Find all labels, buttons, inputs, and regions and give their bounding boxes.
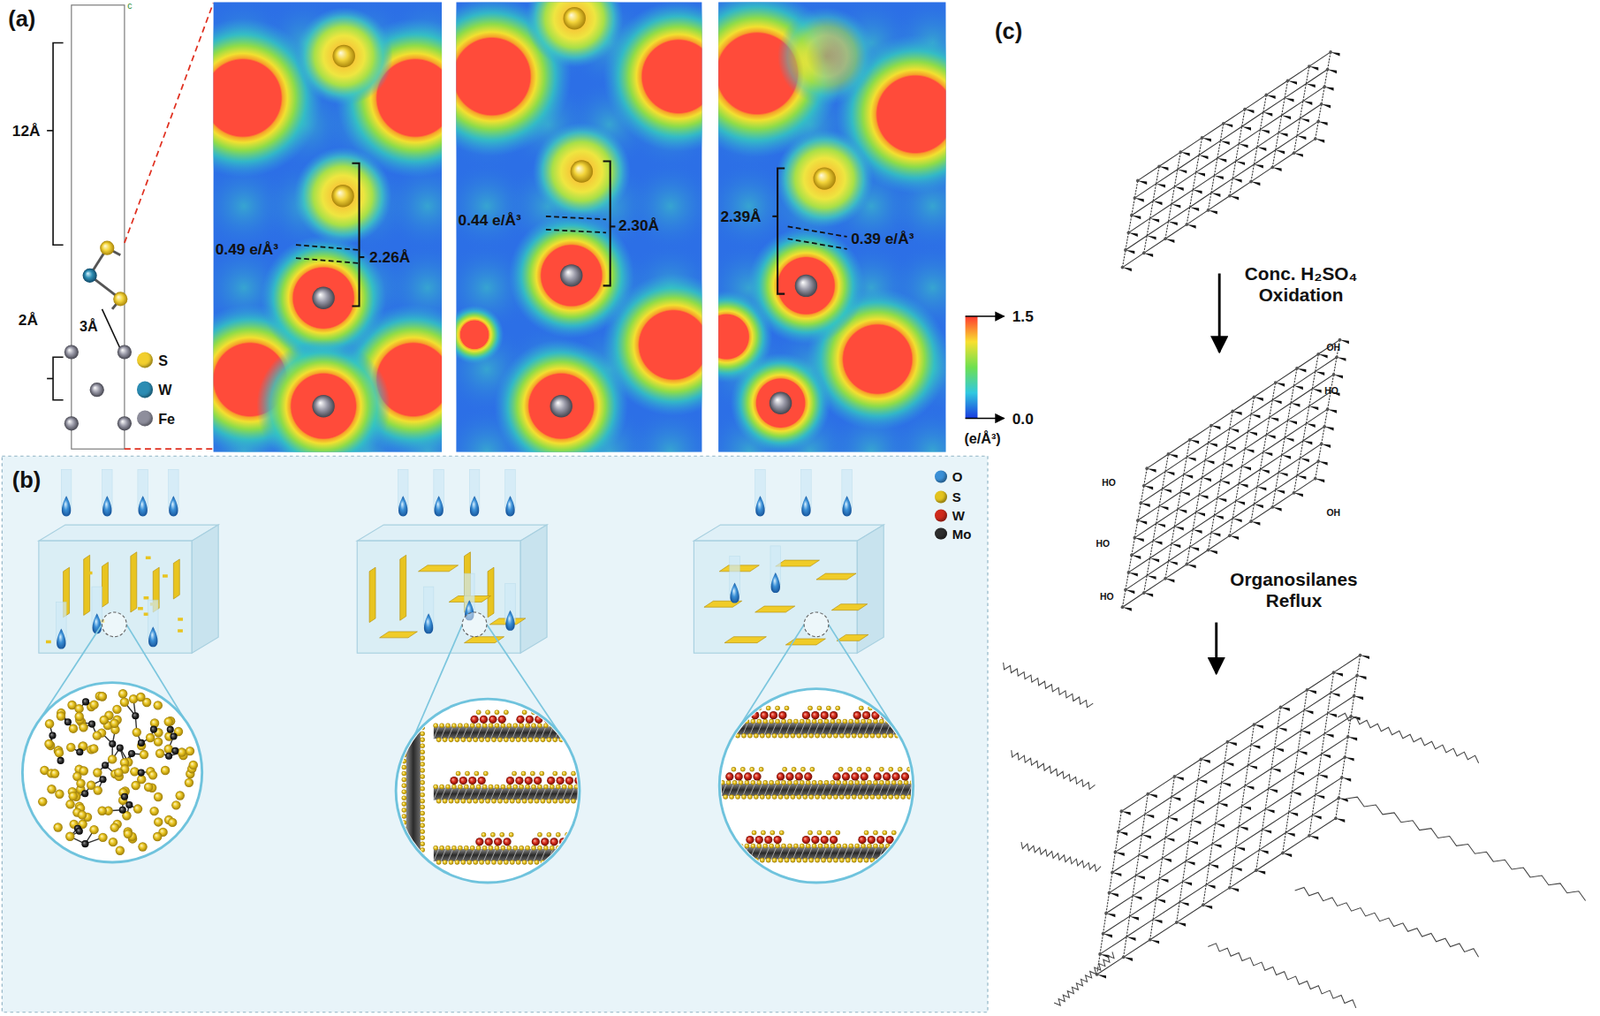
legend-item: S xyxy=(934,489,962,505)
dimension-label: 12Å xyxy=(12,122,41,141)
panel-label: (b) xyxy=(12,467,41,493)
legend-text: Mo xyxy=(952,526,972,542)
legend-text: S xyxy=(952,489,962,505)
legend-item: W xyxy=(934,508,965,524)
step-label: Conc. H₂SO₄ Oxidation xyxy=(1224,263,1378,306)
density-label: 0.39 e/Å³ xyxy=(850,230,914,249)
panel-label: (a) xyxy=(7,6,36,32)
group-label: OH xyxy=(1326,508,1341,519)
slab-model xyxy=(46,2,213,449)
legend-text: Fe xyxy=(158,409,175,427)
scale-value: 0.0 xyxy=(1012,410,1034,429)
charge-density-map xyxy=(455,1,702,452)
bond-length-label: 2.30Å xyxy=(618,217,660,236)
legend-swatch xyxy=(136,351,153,368)
charge-density-map xyxy=(212,1,442,452)
legend-item: Fe xyxy=(136,409,175,427)
bond-length-label: 2.26Å xyxy=(369,249,410,267)
dimension-label: 2Å xyxy=(18,311,38,330)
legend-item: Mo xyxy=(934,526,972,542)
legend-swatch xyxy=(934,527,948,540)
legend-text: W xyxy=(158,381,172,399)
density-label: 0.49 e/Å³ xyxy=(215,241,279,259)
functionalization-scheme xyxy=(1003,50,1586,1009)
bond-length-label: 2.39Å xyxy=(720,208,761,227)
legend-swatch xyxy=(934,508,948,522)
group-label: OH xyxy=(1326,342,1341,354)
scale-unit: (e/Å³) xyxy=(963,430,1001,448)
group-label: HO xyxy=(1101,477,1116,489)
legend-item: O xyxy=(934,469,964,485)
density-label: 0.44 e/Å³ xyxy=(458,212,522,230)
legend-swatch xyxy=(934,470,948,483)
group-label: HO xyxy=(1324,386,1339,397)
group-label: HO xyxy=(1095,538,1110,550)
legend-item: W xyxy=(136,381,173,399)
scale-value: 1.5 xyxy=(1012,308,1034,327)
step-label: Organosilanes Reflux xyxy=(1217,568,1371,612)
legend-swatch xyxy=(136,409,153,426)
legend-item: S xyxy=(136,351,168,369)
legend-text: W xyxy=(952,508,965,524)
legend-text: S xyxy=(158,351,168,369)
dimension-label: 3Å xyxy=(79,318,99,335)
legend-text: O xyxy=(952,469,964,485)
legend-swatch xyxy=(934,491,948,504)
charge-density-map xyxy=(718,1,947,452)
panel-label: (c) xyxy=(994,18,1023,45)
axis-label: c xyxy=(127,0,132,12)
legend-swatch xyxy=(136,381,153,398)
group-label: HO xyxy=(1099,591,1115,603)
exfoliation-scheme xyxy=(1,455,988,1012)
